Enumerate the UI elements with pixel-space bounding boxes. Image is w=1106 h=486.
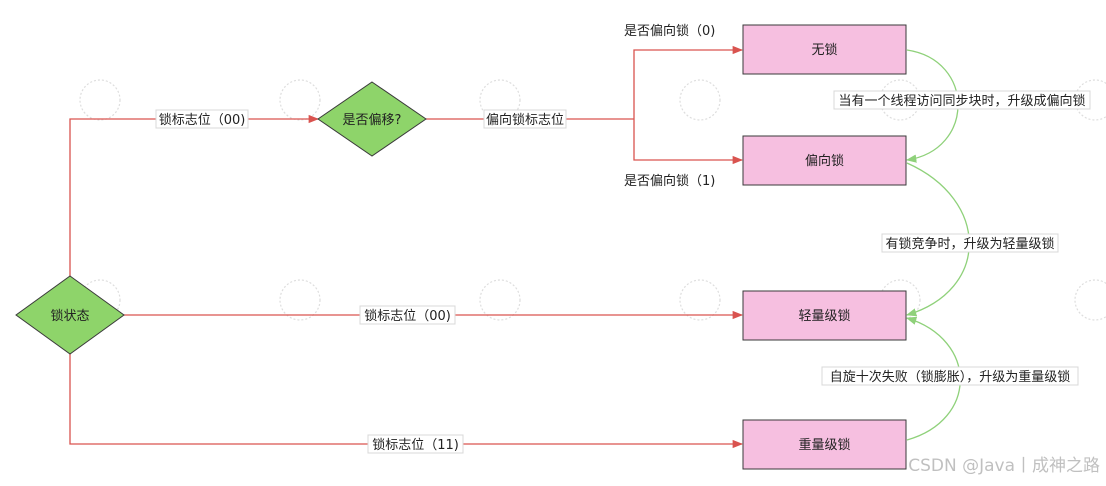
upgrade-to-biased-text: 当有一个线程访问同步块时，升级成偏向锁 (838, 93, 1085, 109)
lock-state-label: 锁状态 (50, 308, 89, 324)
decision-lock-state: 锁状态 (15, 275, 125, 355)
label-to-lightweight: 锁标志位（00) (359, 305, 456, 325)
edge-lock-state-to-heavyweight (69, 352, 744, 449)
box-no-lock: 无锁 (742, 24, 907, 75)
upgrade-to-heavyweight-text: 自旋十次失败（锁膨胀），升级为重量级锁 (830, 369, 1071, 385)
box-biased-lock: 偏向锁 (742, 135, 907, 186)
stamp-icon (679, 79, 721, 121)
edge-split-to-no-lock (633, 45, 744, 119)
biased-flag-text: 偏向锁标志位 (486, 112, 564, 128)
box-heavyweight-lock: 重量级锁 (742, 419, 907, 470)
stamp-icon (79, 79, 121, 121)
heavyweight-lock-label: 重量级锁 (798, 437, 850, 453)
to-heavyweight-text: 锁标志位（11) (372, 437, 459, 453)
biased-1-text: 是否偏向锁（1) (624, 173, 715, 189)
upgrade-to-lightweight-text: 有锁竞争时，升级为轻量级锁 (885, 236, 1054, 252)
label-biased-0: 是否偏向锁（0) (624, 23, 715, 39)
label-upgrade-to-heavyweight: 自旋十次失败（锁膨胀），升级为重量级锁 (821, 366, 1079, 386)
label-to-heavyweight: 锁标志位（11) (367, 434, 464, 454)
label-biased-flag: 偏向锁标志位 (483, 109, 567, 129)
decision-is-biased: 是否偏移? (317, 81, 427, 157)
stamp-icon (1074, 79, 1106, 121)
stamp-icon (279, 79, 321, 121)
stamp-icon (879, 279, 921, 321)
stamp-icon (79, 279, 121, 321)
to-lightweight-text: 锁标志位（00) (364, 308, 451, 324)
edge-split-to-biased-lock (633, 119, 744, 165)
label-biased-1: 是否偏向锁（1) (624, 173, 715, 189)
watermark-stamps (79, 79, 1106, 321)
to-is-biased-text: 锁标志位（00) (159, 112, 246, 128)
stamp-icon (279, 279, 321, 321)
stamp-icon (479, 279, 521, 321)
label-to-is-biased: 锁标志位（00) (155, 109, 249, 129)
is-biased-label: 是否偏移? (343, 113, 402, 128)
label-upgrade-to-biased: 当有一个线程访问同步块时，升级成偏向锁 (833, 90, 1091, 110)
lightweight-lock-label: 轻量级锁 (798, 308, 850, 324)
box-lightweight-lock: 轻量级锁 (742, 290, 907, 341)
label-upgrade-to-lightweight: 有锁竞争时，升级为轻量级锁 (881, 233, 1059, 253)
stamp-icon (479, 79, 521, 121)
biased-0-text: 是否偏向锁（0) (624, 23, 715, 39)
stamp-icon (679, 279, 721, 321)
stamp-icon (1074, 279, 1106, 321)
edge-lock-state-to-is-biased (69, 114, 320, 280)
csdn-watermark: CSDN @Java丨成神之路 (908, 456, 1100, 476)
biased-lock-label: 偏向锁 (805, 153, 844, 169)
no-lock-label: 无锁 (811, 42, 837, 58)
